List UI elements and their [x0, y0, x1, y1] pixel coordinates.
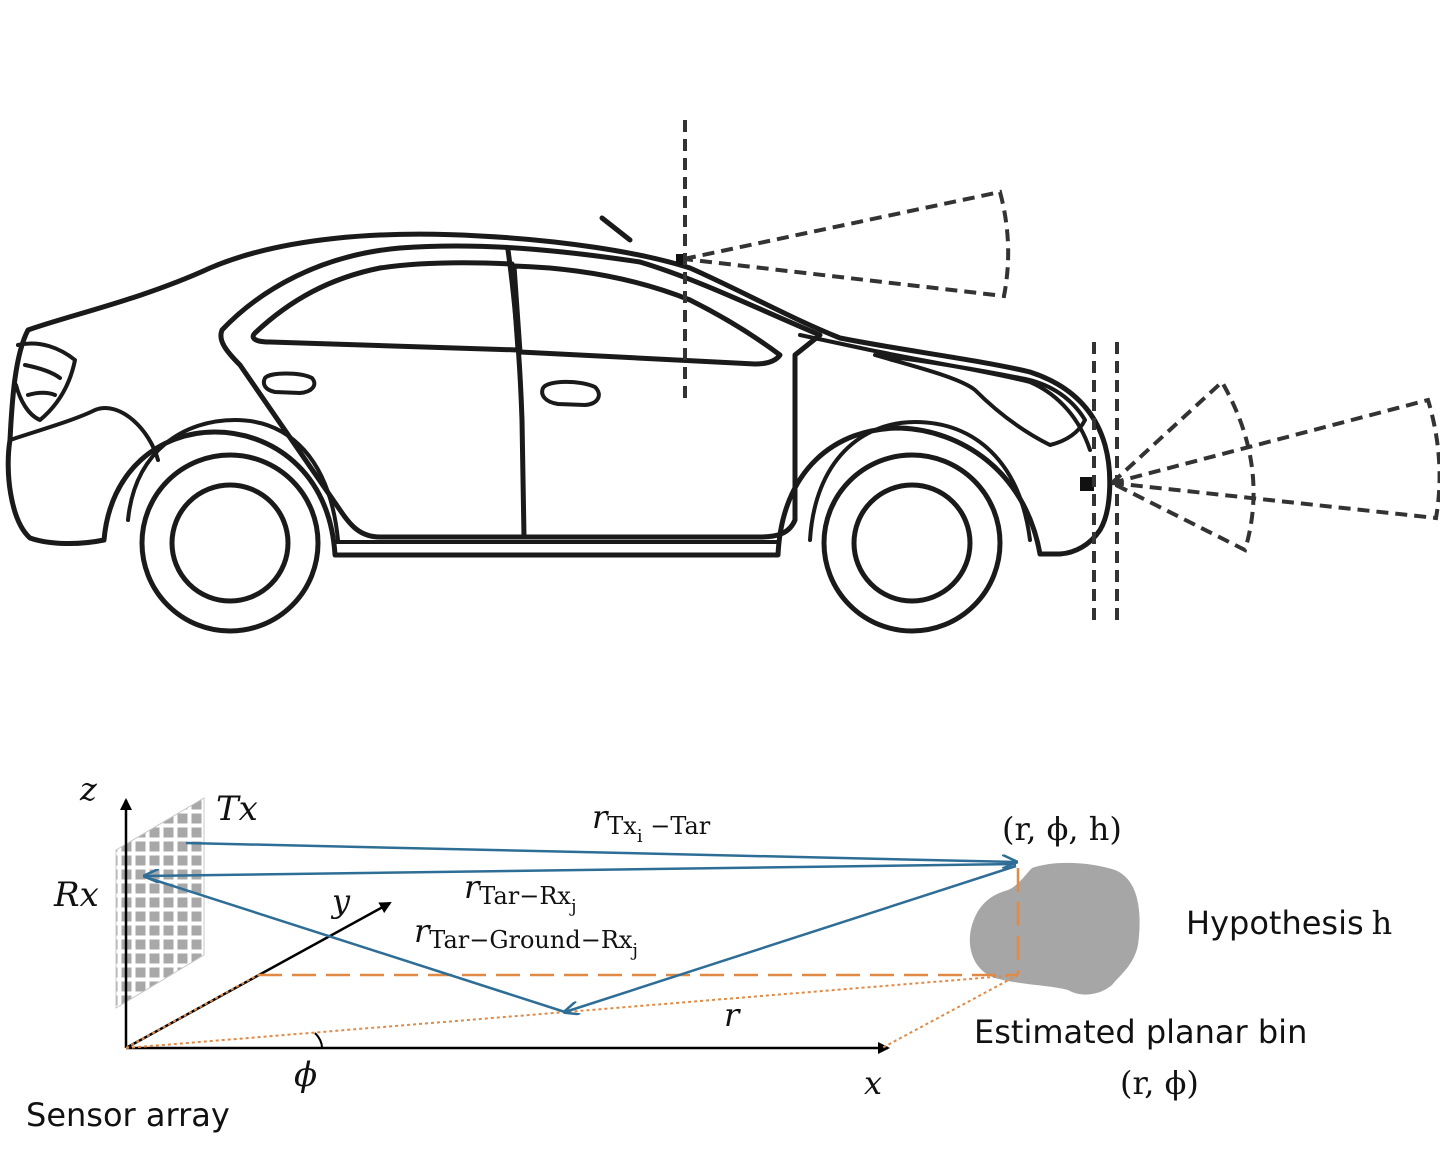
range-ground-line: [125, 974, 1019, 1049]
bin-to-x-axis-line: [881, 974, 1019, 1049]
y-offset-line: [125, 974, 259, 1049]
rx-label: Rx: [53, 875, 99, 915]
r-tx-tar-label: rTxi −Tar: [592, 798, 711, 847]
car-body-outline: [5, 231, 1113, 558]
r-ground-index: j: [630, 940, 638, 961]
front-wheel-tyre: [821, 452, 1003, 634]
door-split-line: [505, 247, 527, 540]
rear-window: [250, 260, 521, 353]
rear-wheel-rim: [169, 482, 291, 604]
rear-bumper-line: [8, 406, 160, 462]
y-axis-label: y: [330, 882, 351, 920]
target-coordinate-label: (r, ϕ, h): [1002, 810, 1122, 848]
hypothesis-symbol: h: [1372, 904, 1393, 942]
z-axis-label: z: [79, 770, 98, 808]
hypothesis-word: Hypothesis: [1186, 904, 1364, 942]
bin-coordinate-label: (r, ϕ): [1120, 1064, 1199, 1102]
front-window: [511, 263, 783, 367]
estimated-bin-label: Estimated planar bin: [974, 1013, 1307, 1051]
tail-lamp-detail: [23, 363, 62, 397]
range-label: r: [724, 996, 741, 1034]
hood-line: [798, 333, 1092, 452]
r-ground-symbol: r: [414, 912, 431, 950]
r-tar-rx-symbol: r: [464, 868, 481, 906]
tx-to-target-ray: [185, 841, 1016, 862]
roof-sensor-fov-cone: [683, 189, 1011, 299]
r-tx-tar-subscript: Tx: [607, 812, 637, 840]
roof-sensor-icon: [676, 254, 687, 265]
tail-lamp: [14, 341, 77, 422]
front-door-handle: [540, 379, 601, 407]
target-to-ground-ray: [565, 864, 1017, 1012]
x-axis-label: x: [864, 1064, 882, 1102]
tx-label: Tx: [216, 789, 258, 829]
antenna-grid-icon: [115, 797, 205, 1009]
r-tar-rx-index: j: [569, 896, 577, 917]
r-tar-rx-subscript: Tar−Rx: [479, 882, 571, 910]
rx-to-ground-ray: [144, 875, 566, 1014]
front-wheel-rim: [851, 482, 973, 604]
rear-wheel-arch: [126, 418, 340, 542]
rear-wheel-tyre: [139, 452, 321, 634]
r-tx-tar-tail: −Tar: [643, 812, 711, 840]
r-tx-tar-index: i: [637, 826, 643, 847]
greenhouse-outline: [218, 243, 823, 540]
r-tar-rx-label: rTar−Rxj: [464, 868, 577, 917]
target-to-rx-ray: [145, 862, 1017, 876]
sensor-array-panel: [115, 797, 205, 1009]
r-ground-label: rTar−Ground−Rxj: [414, 912, 638, 961]
target-blob-icon: [969, 862, 1140, 995]
r-ground-subscript: Tar−Ground−Rx: [429, 926, 633, 954]
phi-angle-arc: [314, 1032, 323, 1049]
front-wheel-arch: [808, 420, 1032, 542]
bumper-sensor-wide-fov-cone: [1108, 378, 1256, 553]
phi-label: ϕ: [294, 1055, 317, 1095]
bumper-sensor-icon: [1080, 477, 1094, 491]
sensor-array-label: Sensor array: [26, 1096, 230, 1134]
bumper-sensor-narrow-fov-cone: [1111, 397, 1440, 521]
sensor-fov-indicators: [683, 120, 1440, 625]
roof-antenna: [599, 215, 633, 243]
headlight: [873, 353, 1087, 447]
rear-door-handle: [261, 371, 317, 395]
r-tx-tar-symbol: r: [592, 798, 609, 836]
car-illustration: [5, 215, 1113, 634]
